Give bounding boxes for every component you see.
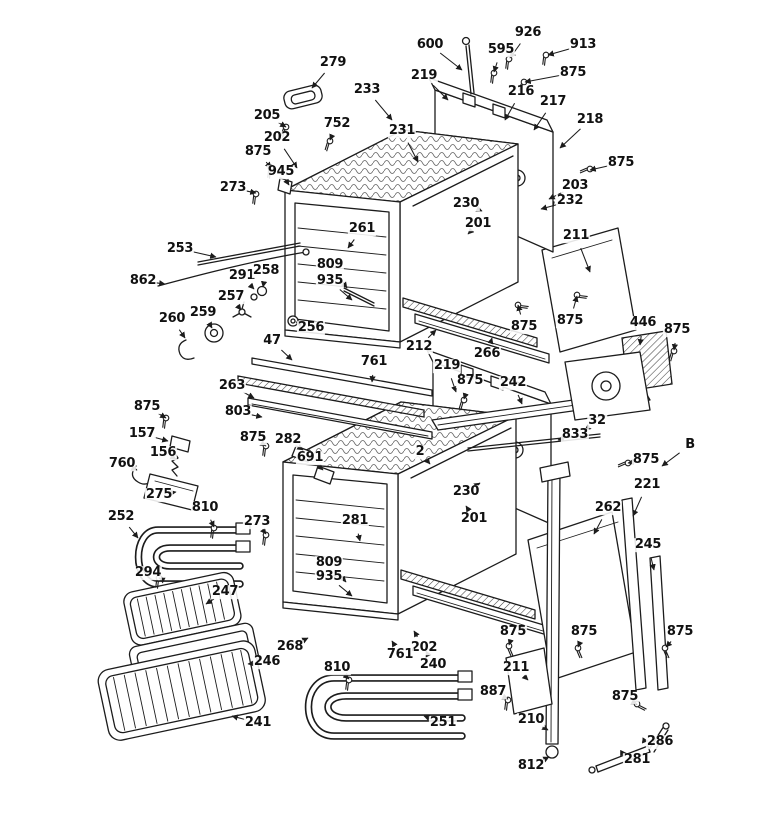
- oven-sensor-probe-600: [461, 36, 475, 95]
- leader-lines: [128, 43, 680, 763]
- oven-rack-241: [97, 640, 266, 741]
- door-handle-286: [588, 722, 670, 774]
- capillary-tube-862: [157, 242, 375, 307]
- latch-bracket-cluster: [131, 435, 199, 511]
- bake-element-252: [134, 522, 251, 588]
- bracket-945: [277, 177, 293, 195]
- fan-motor-cluster: [178, 285, 299, 360]
- trim-strip-221: [621, 497, 647, 691]
- vent-cover-279: [283, 84, 323, 110]
- center-slide-rails: [237, 357, 433, 485]
- upper-right-side-panel: [541, 227, 637, 353]
- trim-strip-245: [649, 555, 669, 691]
- bake-element-251: [304, 670, 473, 740]
- upper-oven-cavity: [284, 77, 554, 364]
- small-plate-211-lower: [505, 647, 553, 715]
- side-runner-210: [539, 461, 571, 759]
- blower-cover-plate: [564, 351, 651, 421]
